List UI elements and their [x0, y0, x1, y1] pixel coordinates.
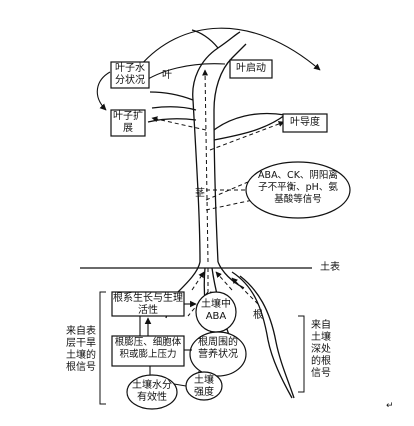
label-signal-list: ABA、CK、阴阳离子不平衡、pH、氨基酸等信号 [258, 170, 338, 205]
label-soil-surface: 土表 [320, 262, 340, 273]
arc-water-to-activation [139, 63, 226, 85]
label-stem: 茎 [195, 188, 205, 199]
label-leaf-expansion: 叶子扩展 [113, 111, 143, 134]
label-turgor-pressure: 根膨压、细胞体积或膨上压力 [114, 337, 182, 360]
bracket-left [99, 291, 106, 405]
box-leaf-conductance [282, 113, 328, 133]
ellipse-soil-water [126, 374, 178, 410]
root-dashed-arrows [191, 271, 259, 305]
label-root-growth-vigor: 根系生长与生理活性 [113, 293, 183, 316]
label-leaf-activation: 叶启动 [236, 63, 266, 74]
box-root-growth-vigor [111, 291, 185, 317]
corner-mark: ↵ [386, 401, 394, 411]
box-leaf-activation [229, 59, 273, 79]
ellipse-root-nutrition [189, 331, 247, 377]
label-leaf: 叶 [162, 70, 172, 81]
plant-roots [165, 261, 295, 399]
label-soil-water-availability: 土壤水分有效性 [132, 380, 172, 403]
box-leaf-water-status [110, 61, 150, 89]
ellipse-signal-list [245, 161, 351, 219]
label-root: 根 [253, 310, 263, 321]
label-root-nutrition: 根周围的营养状况 [198, 337, 238, 360]
label-soil-aba: 土壤中ABA [201, 299, 231, 322]
box-leaf-expansion [110, 109, 146, 137]
bracket-right [298, 315, 305, 393]
arc-to-leaf-conductance [139, 27, 321, 71]
arc-water-to-expansion [96, 71, 111, 111]
label-soil-strength: 土壤强度 [194, 375, 214, 398]
box-turgor-pressure [111, 335, 185, 367]
label-leaf-water-status: 叶子水分状况 [115, 63, 145, 86]
root-connectors [139, 300, 202, 387]
label-surface-dry-signal: 来自表层干旱土壤的根信号 [66, 326, 96, 373]
label-leaf-conductance: 叶导度 [290, 117, 320, 128]
label-deep-soil-signal: 来自土壤深处的根信号 [311, 320, 331, 379]
